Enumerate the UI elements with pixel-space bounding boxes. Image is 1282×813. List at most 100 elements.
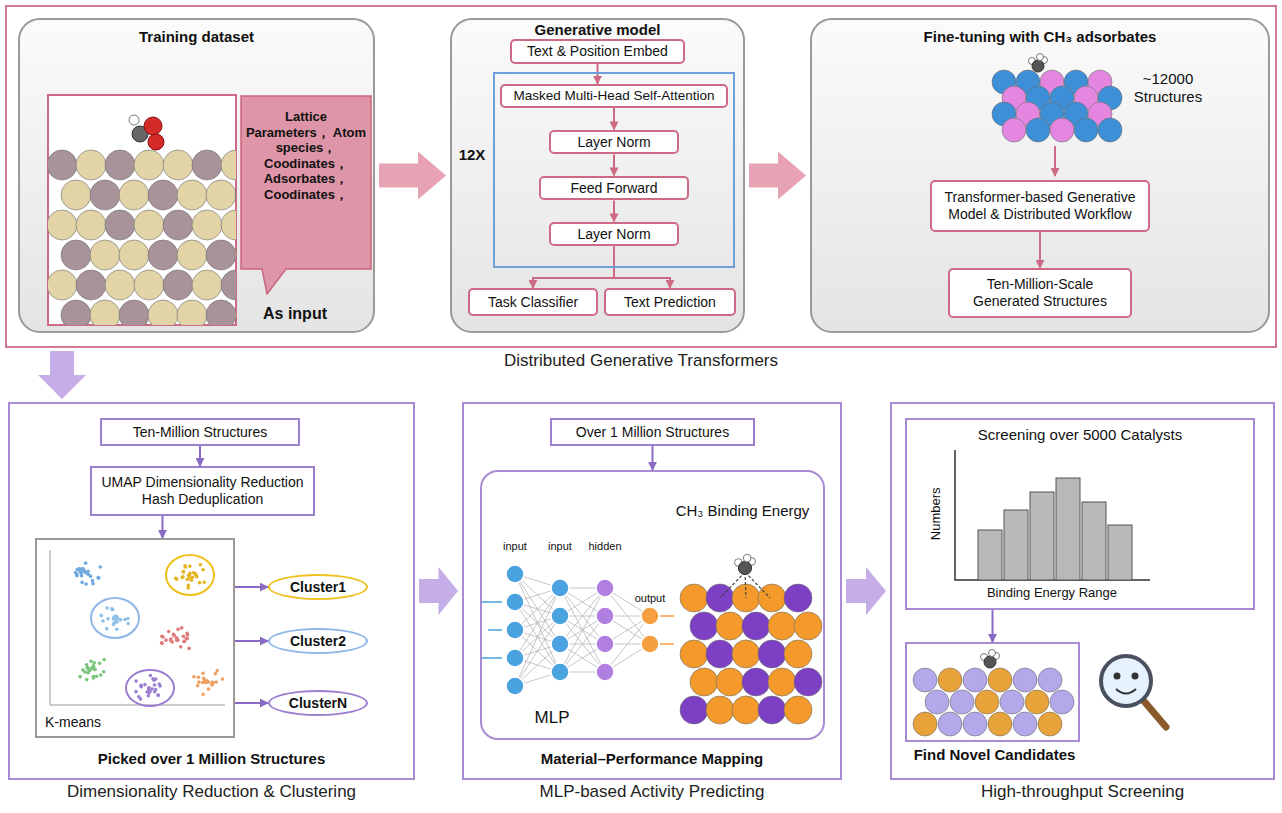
slab-atom [148, 180, 178, 210]
scatter-point [85, 678, 89, 682]
node-subheading: CH₃ Binding Energy [670, 502, 815, 520]
scatter-point [126, 622, 130, 626]
surface-atom [784, 696, 812, 724]
surface-atom [1050, 690, 1074, 714]
slab-atom [119, 180, 149, 210]
histogram-box: Screening over 5000 Catalysts [905, 418, 1255, 610]
connector [235, 640, 268, 642]
scatter-point [153, 683, 157, 687]
surface-atom [1002, 118, 1026, 142]
scatter-point [198, 581, 202, 585]
scatter-point [197, 680, 201, 684]
scatter-point [201, 568, 205, 572]
candidate-box: Find Novel Candidates [905, 642, 1080, 742]
annotation-label: hidden [583, 540, 627, 553]
node-label: Text Prediction [624, 294, 716, 311]
scatter-point [79, 571, 83, 575]
scatter-point [114, 617, 118, 621]
scatter-point [99, 673, 103, 677]
scatter-point [143, 683, 147, 687]
flow-arrow [419, 567, 458, 615]
hydrogen-atom [989, 650, 996, 657]
slab-atom [105, 150, 135, 180]
network-neuron [596, 635, 614, 653]
scatter-point [105, 627, 109, 631]
node-heading: MLP [502, 708, 602, 728]
surface-atom [1050, 118, 1074, 142]
node-heading: Distributed Generative Transformers [7, 351, 1275, 371]
network-neuron [641, 635, 659, 653]
scatter-point [187, 647, 191, 651]
scatter-point [181, 575, 185, 579]
node-label: Cluster1 [290, 579, 346, 596]
surface-atom [784, 640, 812, 668]
scatter-point [80, 574, 84, 578]
cluster-ring [126, 670, 174, 706]
node-heading: 12X [454, 146, 490, 164]
scatter-point [156, 693, 160, 697]
scatter-point [81, 668, 85, 672]
scatter-point [93, 668, 97, 672]
surface-atom [716, 668, 744, 696]
surface-atom [988, 712, 1012, 736]
flow-arrow [379, 152, 446, 200]
surface-atom [742, 668, 770, 696]
network-neuron [506, 649, 524, 667]
callout-shape: Lattice Parameters， Atom species， Coodin… [240, 95, 372, 295]
flow-arrow [846, 567, 886, 615]
cluster-oval: Cluster1 [268, 574, 368, 600]
annotation-label: ~12000 Structures [1123, 70, 1213, 106]
scatter-point [88, 669, 92, 673]
scatter-point [147, 694, 151, 698]
group-frame: Distributed Generative TransformersTrain… [5, 5, 1277, 348]
scatter-point [199, 563, 203, 567]
network-neuron [641, 607, 659, 625]
network-neuron [551, 579, 569, 597]
surface-atom [988, 668, 1012, 692]
scatter-point [215, 669, 219, 673]
network-link [560, 588, 605, 672]
surface-atom [758, 640, 786, 668]
connector [1039, 232, 1041, 268]
slab-structure [48, 150, 236, 325]
scatter-point [134, 690, 138, 694]
slab-atom [134, 150, 164, 180]
panel: Training datasetLattice Parameters， Atom… [18, 18, 375, 333]
node-heading: MLP-based Activity Predicting [454, 782, 850, 802]
node-label: Layer Norm [577, 226, 650, 243]
scatter-point [158, 684, 162, 688]
scatter-point [156, 694, 160, 698]
surface-atom [938, 712, 962, 736]
output-box: Task Classifier [468, 288, 598, 316]
adsorbate-atom [129, 115, 139, 125]
scatter-point [210, 681, 214, 685]
slab-atom [235, 180, 236, 210]
slab-atom [163, 270, 193, 300]
node-label: Ten-Million Structures [133, 424, 268, 441]
surface-atom [794, 668, 822, 696]
scatter-point [78, 675, 82, 679]
scatter-point [214, 672, 218, 676]
scatter-point [106, 617, 110, 621]
node-heading: K-means [45, 714, 135, 731]
neural-network [480, 565, 674, 695]
panel: Fine-tuning with CH₃ adsorbatesTransform… [810, 18, 1270, 333]
network-neuron [551, 635, 569, 653]
scatter-point [190, 578, 194, 582]
annotation-label: input [538, 540, 582, 553]
surface-atom [1038, 668, 1062, 692]
scatter-point [183, 639, 187, 643]
network-neuron [551, 663, 569, 681]
scatter-point [91, 579, 95, 583]
scatter-point [97, 576, 101, 580]
scatter-point [196, 684, 200, 688]
slab-atom [48, 150, 77, 180]
slab-atom [206, 180, 236, 210]
scatter-point [139, 697, 143, 701]
process-box: Text & Position Embed [510, 39, 685, 64]
scatter-point [92, 675, 96, 679]
scatter-point [79, 571, 83, 575]
node-heading: Fine-tuning with CH₃ adsorbates [812, 28, 1268, 46]
scatter-point [185, 578, 189, 582]
